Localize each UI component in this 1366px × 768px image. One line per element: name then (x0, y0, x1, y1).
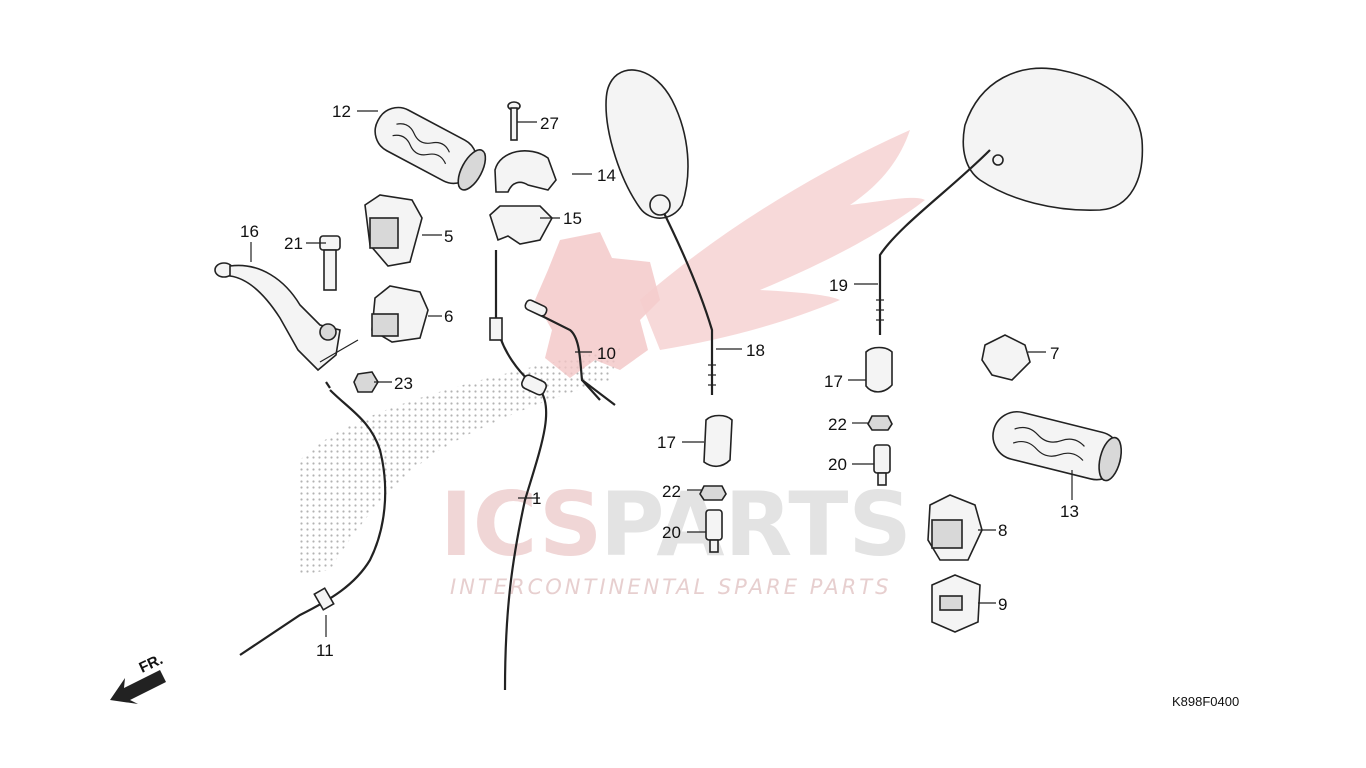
callout-14: 14 (597, 166, 616, 185)
screw-27 (507, 101, 521, 141)
clutch-lever (214, 262, 341, 372)
drawing-code: K898F0400 (1172, 694, 1239, 709)
callout-27: 27 (540, 114, 559, 133)
callout-15: 15 (563, 209, 582, 228)
watermark-dotted-wing-logo (300, 348, 620, 575)
leader-lines (250, 110, 1073, 637)
grip-left (374, 106, 487, 191)
watermark-gear-icon (535, 232, 660, 378)
callout-21: 21 (284, 234, 303, 253)
grip-right (992, 411, 1123, 482)
mirror-left (605, 69, 716, 395)
front-direction-arrow: FR. (110, 651, 166, 704)
bolt-21 (319, 235, 341, 291)
adapter-20-left (705, 509, 723, 553)
rubber-cover-17-left (703, 414, 733, 468)
switch-9 (931, 574, 981, 633)
adapter-20-right (873, 444, 891, 486)
callout-6: 6 (444, 307, 453, 326)
watermark-brand-right: PARTS (600, 473, 912, 576)
callout-11: 11 (316, 641, 334, 660)
callout-20-left: 20 (662, 523, 681, 542)
callout-23: 23 (394, 374, 413, 393)
callout-17-right: 17 (824, 372, 843, 391)
watermark-red-wings-icon (640, 130, 925, 350)
watermark: ICS PARTS INTERCONTINENTAL SPARE PARTS (300, 130, 925, 599)
rubber-cover-17-right (865, 346, 893, 393)
callout-22-right: 22 (828, 415, 847, 434)
switch-5 (364, 194, 423, 267)
callout-1: 1 (532, 489, 541, 508)
nut-23 (353, 371, 379, 393)
mirror-right (876, 67, 1144, 335)
callout-7: 7 (1050, 344, 1059, 363)
nut-22-right (867, 415, 893, 431)
callout-16: 16 (240, 222, 259, 241)
callout-5: 5 (444, 227, 453, 246)
stop-switch-wire (524, 299, 616, 406)
callout-18: 18 (746, 341, 765, 360)
callouts: 1 5 6 7 8 9 10 11 12 13 14 15 16 17 17 1… (240, 102, 1079, 660)
watermark-brand-left: ICS (440, 473, 602, 576)
nut-22-left (699, 485, 727, 501)
callout-10: 10 (597, 344, 616, 363)
throttle-cable (489, 250, 548, 691)
callout-22-left: 22 (662, 482, 681, 501)
throttle-housing-lower (489, 205, 553, 245)
switch-6 (371, 285, 429, 343)
throttle-housing-upper (494, 150, 557, 193)
watermark-tagline: INTERCONTINENTAL SPARE PARTS (450, 575, 891, 599)
callout-8: 8 (998, 521, 1007, 540)
clutch-cable (239, 381, 387, 656)
callout-19: 19 (829, 276, 848, 295)
callout-13: 13 (1060, 502, 1079, 521)
callout-20-right: 20 (828, 455, 847, 474)
switch-8 (927, 494, 983, 561)
switch-7 (981, 334, 1031, 381)
callout-9: 9 (998, 595, 1007, 614)
callout-12: 12 (332, 102, 351, 121)
callout-17-left: 17 (657, 433, 676, 452)
